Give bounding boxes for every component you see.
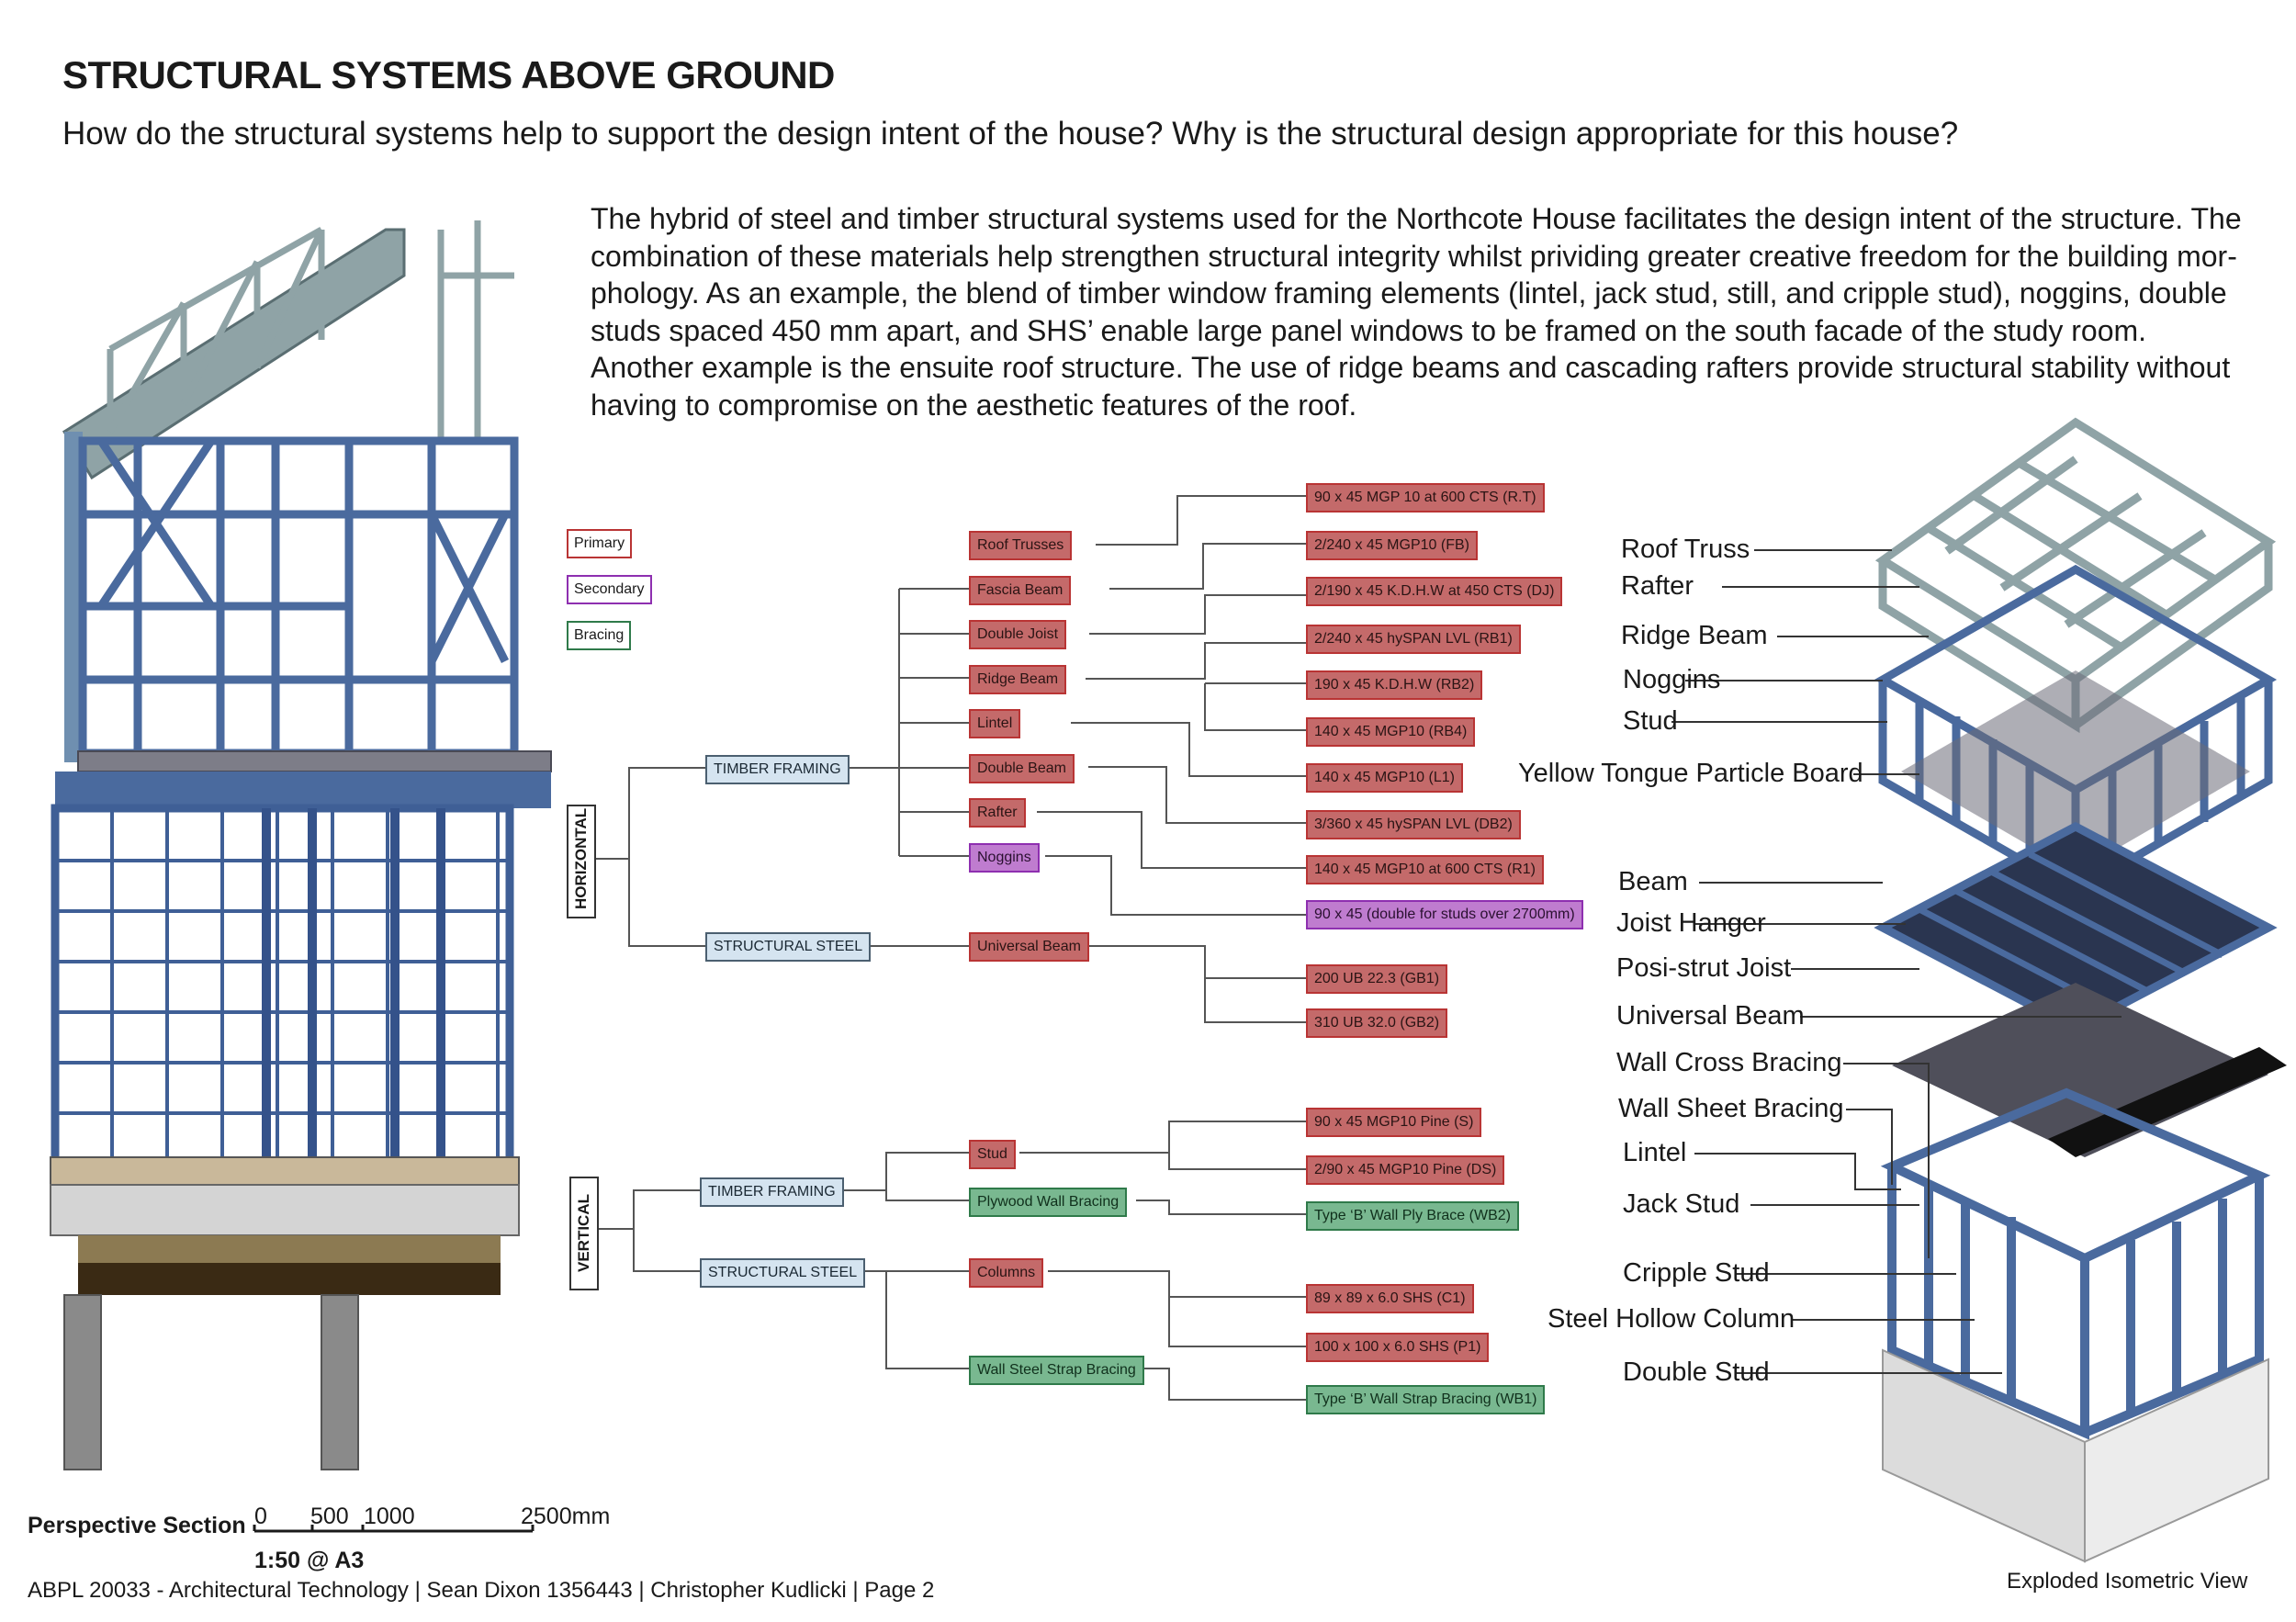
iso-label: Yellow Tongue Particle Board — [1518, 759, 1863, 788]
spec-box: 90 x 45 MGP10 Pine (S) — [1306, 1108, 1482, 1137]
scale-tick: 500 — [310, 1504, 349, 1529]
iso-label: Ridge Beam — [1621, 621, 1768, 650]
exploded-isometric-drawing — [1874, 417, 2287, 1563]
iso-label: Jack Stud — [1623, 1189, 1740, 1219]
spec-box: 100 x 100 x 6.0 SHS (P1) — [1306, 1333, 1490, 1362]
spec-box: 89 x 89 x 6.0 SHS (C1) — [1306, 1284, 1474, 1313]
paragraph-line: having to compromise on the aesthetic fe… — [591, 388, 1357, 422]
iso-label: Universal Beam — [1616, 1001, 1805, 1031]
member-stud: Stud — [969, 1140, 1016, 1169]
iso-label: Joist Hanger — [1616, 908, 1766, 938]
paragraph-line: studs spaced 450 mm apart, and SHS’ enab… — [591, 313, 2147, 347]
spec-box: 140 x 45 MGP10 (L1) — [1306, 763, 1463, 793]
member-ridge-beam: Ridge Beam — [969, 665, 1067, 694]
branch-v-structural-steel: STRUCTURAL STEEL — [700, 1258, 866, 1288]
iso-view-title: Exploded Isometric View — [2007, 1569, 2248, 1594]
page-subtitle: How do the structural systems help to su… — [62, 116, 1959, 152]
spec-box: Type ‘B’ Wall Ply Brace (WB2) — [1306, 1201, 1519, 1231]
spec-box: 2/240 x 45 MGP10 (FB) — [1306, 531, 1478, 560]
iso-label: Posi-strut Joist — [1616, 953, 1792, 983]
iso-label: Stud — [1623, 706, 1678, 736]
iso-label: Double Stud — [1623, 1357, 1770, 1387]
scale-tick: 2500mm — [521, 1504, 611, 1529]
paragraph-line: combination of these materials help stre… — [591, 239, 2237, 273]
member-plywood-wall-bracing: Plywood Wall Bracing — [969, 1188, 1128, 1217]
member-columns: Columns — [969, 1258, 1044, 1288]
iso-label: Rafter — [1621, 571, 1694, 601]
spec-box: Type ‘B’ Wall Strap Bracing (WB1) — [1306, 1385, 1546, 1414]
iso-label: Lintel — [1623, 1138, 1687, 1167]
spec-box: 3/360 x 45 hySPAN LVL (DB2) — [1306, 810, 1521, 839]
paragraph-line: The hybrid of steel and timber structura… — [591, 202, 2242, 235]
member-universal-beam: Universal Beam — [969, 932, 1089, 962]
branch-v-timber-framing: TIMBER FRAMING — [700, 1177, 844, 1207]
iso-label: Wall Cross Bracing — [1616, 1048, 1842, 1077]
scale-tick: 0 — [254, 1504, 267, 1529]
scale-tick: 1000 — [364, 1504, 415, 1529]
spec-box: 90 x 45 (double for studs over 2700mm) — [1306, 900, 1583, 929]
iso-label: Wall Sheet Bracing — [1618, 1094, 1844, 1123]
iso-label: Cripple Stud — [1623, 1258, 1770, 1288]
footer-text: ABPL 20033 - Architectural Technology | … — [28, 1578, 935, 1603]
description-paragraph: The hybrid of steel and timber structura… — [591, 200, 2242, 423]
branch-h-timber-framing: TIMBER FRAMING — [705, 755, 850, 784]
legend-primary: Primary — [567, 529, 633, 558]
page-title: STRUCTURAL SYSTEMS ABOVE GROUND — [62, 53, 835, 96]
scale-title: Perspective Section — [28, 1513, 246, 1538]
member-double-beam: Double Beam — [969, 754, 1075, 783]
spec-box: 190 x 45 K.D.H.W (RB2) — [1306, 670, 1483, 700]
spec-box: 2/90 x 45 MGP10 Pine (DS) — [1306, 1155, 1505, 1185]
member-fascia-beam: Fascia Beam — [969, 576, 1072, 605]
iso-label: Roof Truss — [1621, 535, 1750, 564]
spec-box: 200 UB 22.3 (GB1) — [1306, 964, 1448, 994]
branch-h-structural-steel: STRUCTURAL STEEL — [705, 932, 872, 962]
axis-vertical: VERTICAL — [569, 1177, 599, 1290]
member-wall-steel-strap-bracing: Wall Steel Strap Bracing — [969, 1356, 1144, 1385]
iso-label: Steel Hollow Column — [1548, 1304, 1795, 1334]
iso-label: Noggins — [1623, 665, 1721, 694]
spec-box: 140 x 45 MGP10 (RB4) — [1306, 717, 1476, 747]
iso-leader-lines — [1671, 549, 2122, 1374]
member-double-joist: Double Joist — [969, 620, 1067, 649]
iso-label: Beam — [1618, 867, 1688, 896]
tree-connectors — [589, 495, 1306, 1401]
paragraph-line: phology. As an example, the blend of tim… — [591, 276, 2227, 310]
member-lintel: Lintel — [969, 709, 1021, 738]
spec-box: 2/240 x 45 hySPAN LVL (RB1) — [1306, 625, 1521, 654]
member-roof-trusses: Roof Trusses — [969, 531, 1073, 560]
axis-horizontal: HORIZONTAL — [567, 805, 596, 918]
spec-box: 2/190 x 45 K.D.H.W at 450 CTS (DJ) — [1306, 577, 1563, 606]
legend-bracing: Bracing — [567, 621, 632, 650]
member-noggins: Noggins — [969, 843, 1040, 873]
spec-box: 90 x 45 MGP 10 at 600 CTS (R.T) — [1306, 483, 1545, 513]
member-rafter: Rafter — [969, 798, 1026, 828]
spec-box: 140 x 45 MGP10 at 600 CTS (R1) — [1306, 855, 1544, 884]
paragraph-line: Another example is the ensuite roof stru… — [591, 351, 2231, 384]
scale-bar — [253, 1525, 535, 1533]
legend-secondary: Secondary — [567, 575, 652, 604]
perspective-section-drawing — [50, 220, 552, 1470]
scale-ratio: 1:50 @ A3 — [254, 1548, 365, 1573]
spec-box: 310 UB 32.0 (GB2) — [1306, 1008, 1448, 1038]
